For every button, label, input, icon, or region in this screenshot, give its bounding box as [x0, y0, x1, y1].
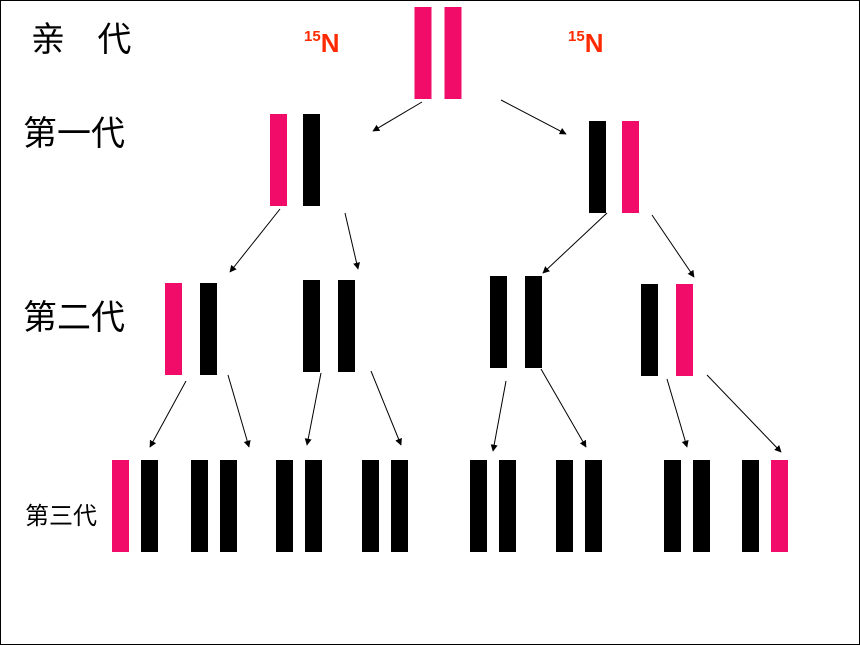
heavy-strand: [112, 460, 129, 552]
isotope-mass-number: 15: [568, 28, 585, 45]
replication-arrow: [490, 380, 507, 452]
replication-arrow: [227, 374, 251, 448]
label-third-generation: 第三代: [25, 502, 97, 530]
replication-arrow: [500, 99, 567, 135]
light-strand: [742, 460, 759, 552]
heavy-strand: [414, 7, 432, 99]
heavy-strand: [165, 283, 182, 375]
heavy-strand: [270, 114, 287, 206]
light-strand: [525, 276, 542, 368]
light-strand: [200, 283, 217, 375]
label-parent-generation: 亲 代: [31, 20, 132, 60]
arrows: [149, 99, 782, 453]
replication-arrow: [229, 208, 281, 273]
replication-arrow: [372, 101, 423, 132]
light-strand: [499, 460, 516, 552]
isotope-symbol: N: [320, 28, 340, 58]
replication-arrow: [542, 212, 608, 274]
light-strand: [556, 460, 573, 552]
label-second-generation: 第二代: [23, 298, 125, 338]
light-strand: [338, 280, 355, 372]
label-first-generation: 第一代: [23, 114, 125, 154]
light-strand: [191, 460, 208, 552]
light-strand: [362, 460, 379, 552]
replication-arrow: [344, 212, 360, 270]
light-strand: [220, 460, 237, 552]
replication-arrow: [651, 214, 695, 278]
heavy-strand: [771, 460, 788, 552]
isotope-symbol: N: [584, 28, 604, 58]
heavy-strand: [622, 121, 639, 213]
heavy-strand: [676, 284, 693, 376]
light-strand: [303, 114, 320, 206]
replication-arrow: [706, 374, 782, 453]
light-strand: [693, 460, 710, 552]
light-strand: [276, 460, 293, 552]
replication-arrow: [370, 370, 402, 446]
replication-arrow: [149, 380, 187, 448]
light-strand: [641, 284, 658, 376]
light-strand: [391, 460, 408, 552]
replication-arrow: [304, 372, 322, 446]
dna-strands: [112, 7, 788, 552]
isotope-label-left: 15N: [304, 29, 339, 56]
light-strand: [141, 460, 158, 552]
light-strand: [303, 280, 320, 372]
light-strand: [585, 460, 602, 552]
light-strand: [305, 460, 322, 552]
light-strand: [490, 276, 507, 368]
light-strand: [589, 121, 606, 213]
replication-arrow: [666, 378, 689, 448]
light-strand: [664, 460, 681, 552]
light-strand: [470, 460, 487, 552]
replication-arrow: [540, 368, 587, 448]
isotope-label-right: 15N: [568, 29, 603, 56]
heavy-strand: [444, 7, 462, 99]
isotope-mass-number: 15: [304, 28, 321, 45]
